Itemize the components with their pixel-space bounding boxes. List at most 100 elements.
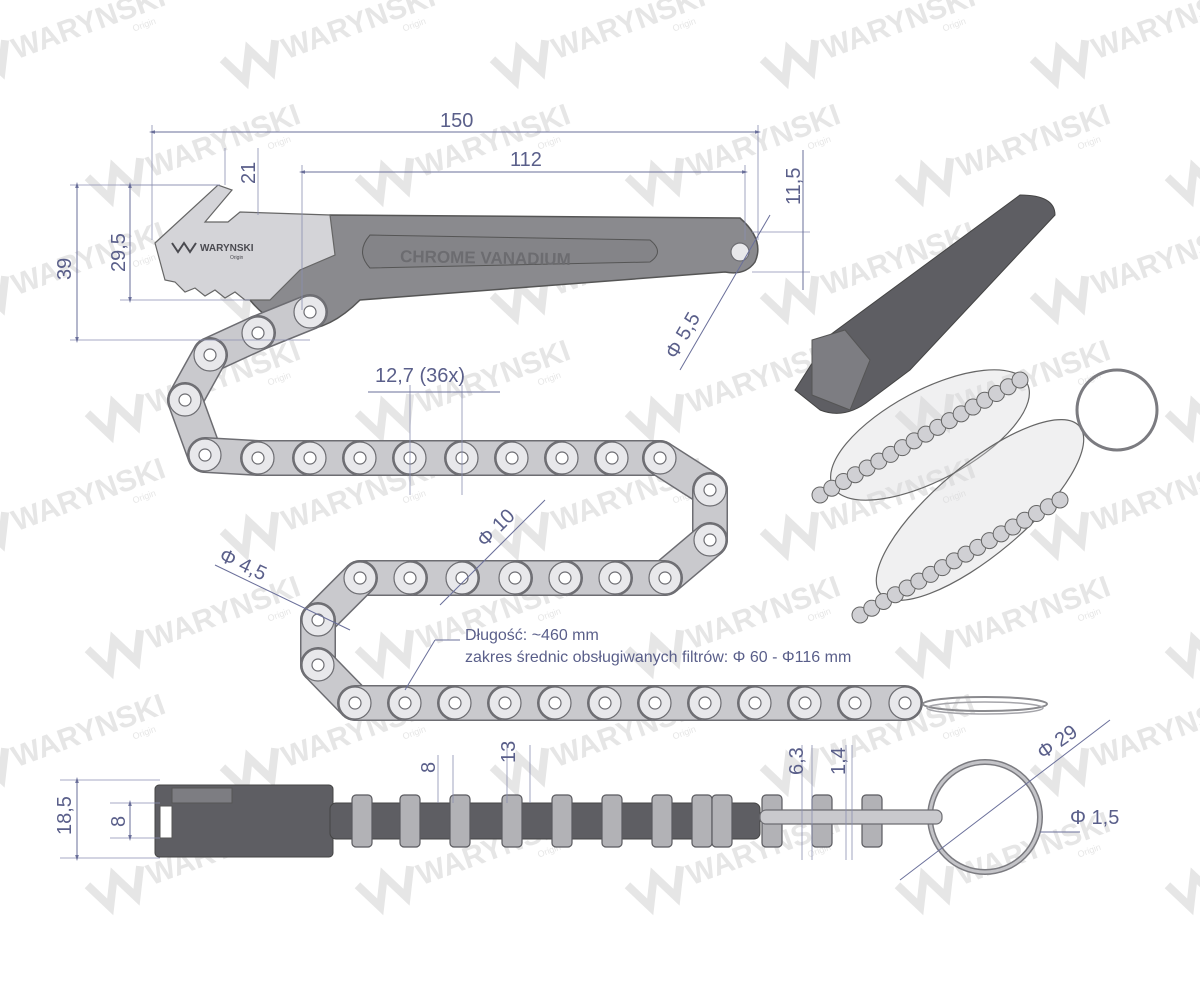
chain-side-pin	[551, 794, 573, 848]
chain-pin	[598, 696, 612, 710]
key-ring	[759, 759, 1043, 875]
chain-side-pin	[691, 794, 713, 848]
chain-end-ring	[922, 696, 1048, 715]
watermark-logo	[219, 511, 280, 562]
dim-plate-6-3: 6,3	[786, 747, 808, 775]
chain-side-pin	[399, 794, 421, 848]
watermark-logo	[1029, 39, 1090, 90]
watermark-text: WARYNSKI	[1087, 452, 1200, 538]
watermark-logo	[354, 393, 415, 444]
watermark-logo	[759, 39, 820, 90]
chain-pin	[548, 696, 562, 710]
watermark-text: WARYNSKI	[7, 0, 169, 66]
dim-width-8-side: 8	[108, 816, 130, 827]
watermark-logo	[624, 865, 685, 916]
watermark-text: WARYNSKI	[1087, 688, 1200, 774]
watermark-logo	[1029, 747, 1090, 798]
watermark-logo	[759, 747, 820, 798]
chain-3d-roller	[1051, 491, 1069, 509]
chain-pin	[748, 696, 762, 710]
dim-hole-offset: 11,5	[783, 168, 805, 205]
chain-pin	[898, 696, 912, 710]
watermark-logo	[0, 511, 10, 562]
watermark-logo	[1029, 275, 1090, 326]
jaw-logo: WARYNSKI	[200, 243, 254, 254]
chain-pin	[398, 696, 412, 710]
chain-side-view	[351, 794, 883, 848]
watermark-logo	[219, 747, 280, 798]
chain-pin	[403, 571, 417, 585]
chain-pin	[508, 571, 522, 585]
chain-pin	[178, 393, 192, 407]
chain-pin	[303, 305, 317, 319]
watermark-text: WARYNSKI	[1087, 0, 1200, 66]
watermark-logo	[354, 865, 415, 916]
chain-pin	[703, 483, 717, 497]
dim-total-length: 150	[440, 110, 473, 132]
chain-pin	[455, 571, 469, 585]
wrench-handle: CHROME VANADIUM WARYNSKI Origin	[154, 184, 759, 331]
chain-perspective	[811, 371, 1069, 624]
dim-width-13: 13	[498, 741, 520, 763]
chain-pin	[653, 451, 667, 465]
dim-width-18-5: 18,5	[54, 796, 76, 835]
chain-pin	[608, 571, 622, 585]
chain-side-pin	[501, 794, 523, 848]
chain-side-pin	[351, 794, 373, 848]
chain-pin	[303, 451, 317, 465]
chain-pin	[353, 571, 367, 585]
chain-side-pin	[651, 794, 673, 848]
chain-pin	[448, 696, 462, 710]
watermark-logo	[894, 629, 955, 680]
watermark-logo	[489, 39, 550, 90]
watermark-logo	[1164, 629, 1200, 680]
watermark-logo	[84, 393, 145, 444]
chain-pin	[311, 658, 325, 672]
chain-pin	[203, 348, 217, 362]
watermark-logo	[489, 747, 550, 798]
chain-pin	[848, 696, 862, 710]
watermark-logo	[1164, 393, 1200, 444]
chain-pin	[798, 696, 812, 710]
chain-pin	[555, 451, 569, 465]
chain-pin	[605, 451, 619, 465]
chain-pin	[198, 448, 212, 462]
chain-pin	[498, 696, 512, 710]
watermark-logo	[1029, 511, 1090, 562]
chain-pin	[505, 451, 519, 465]
dim-handle-length: 112	[510, 149, 542, 171]
dim-jaw-height: 29,5	[108, 233, 130, 272]
watermark-logo	[354, 629, 415, 680]
jaw-logo-mark	[171, 241, 197, 254]
dim-chain-pitch: 12,7 (36x)	[375, 365, 465, 387]
note-range: zakres średnic obsługiwanych filtrów: Φ …	[465, 649, 851, 666]
chain-3d-roller	[1011, 371, 1029, 389]
watermark-text: WARYNSKI	[1087, 216, 1200, 302]
jaw-logo-sub: Origin	[230, 255, 244, 261]
chain-pin	[251, 451, 265, 465]
dim-plate-1-4: 1,4	[828, 747, 850, 775]
note-length: Długość: ~460 mm	[465, 627, 599, 644]
watermark-logo	[624, 629, 685, 680]
watermark-logo	[219, 39, 280, 90]
watermark-logo	[84, 865, 145, 916]
chain-pin	[251, 326, 265, 340]
chain-pin	[348, 696, 362, 710]
chain-front-view	[167, 294, 923, 721]
chain-pin	[353, 451, 367, 465]
watermark-text: WARYNSKI	[277, 0, 439, 66]
